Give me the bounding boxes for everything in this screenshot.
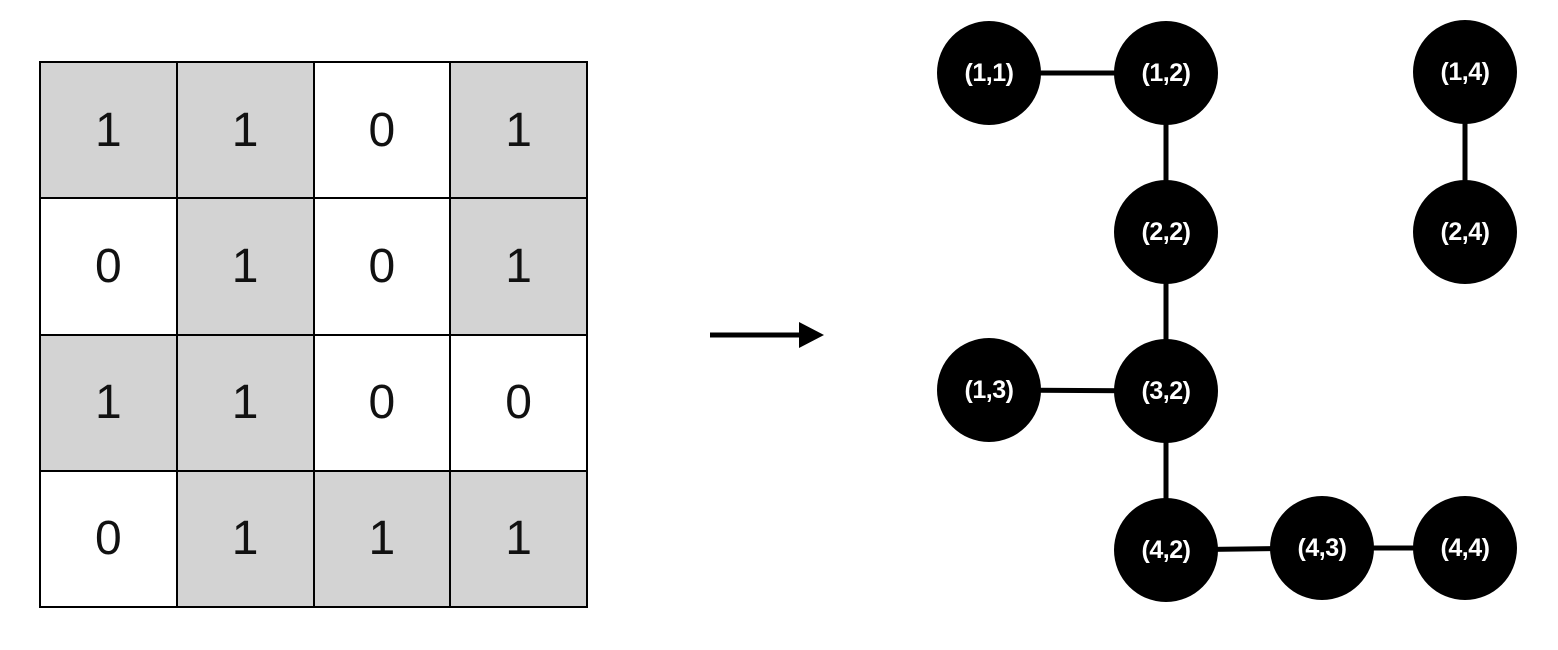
graph-node-4-2: (4,2) (1114, 498, 1218, 602)
graph-node-2-2: (2,2) (1114, 180, 1218, 284)
graph-node-2-4: (2,4) (1413, 180, 1517, 284)
matrix-cell-r1c4: 1 (451, 63, 586, 198)
matrix-cell-r1c1: 1 (41, 63, 176, 198)
graph-node-1-3: (1,3) (937, 338, 1041, 442)
graph-node-4-4: (4,4) (1413, 496, 1517, 600)
matrix-cell-r2c2: 1 (177, 199, 313, 334)
graph-node-1-2: (1,2) (1114, 21, 1218, 125)
matrix-cell-r4c4: 1 (451, 471, 586, 606)
matrix-cell-r1c2: 1 (177, 63, 313, 198)
matrix-cell-r4c1: 0 (41, 471, 176, 606)
matrix-cell-r1c3: 0 (314, 63, 450, 198)
matrix-cell-r3c2: 1 (177, 335, 313, 470)
matrix-cell-r3c4: 0 (451, 335, 586, 470)
graph-node-3-2: (3,2) (1114, 339, 1218, 443)
graph-node-1-1: (1,1) (937, 21, 1041, 125)
matrix-cell-r4c3: 1 (314, 471, 450, 606)
graph-node-1-4: (1,4) (1413, 20, 1517, 124)
matrix-cell-r4c2: 1 (177, 471, 313, 606)
matrix-cell-r2c4: 1 (451, 199, 586, 334)
matrix-cell-r2c3: 0 (314, 199, 450, 334)
matrix-cell-r2c1: 0 (41, 199, 176, 334)
matrix-cell-r3c1: 1 (41, 335, 176, 470)
graph-node-4-3: (4,3) (1270, 496, 1374, 600)
matrix-cell-r3c3: 0 (314, 335, 450, 470)
